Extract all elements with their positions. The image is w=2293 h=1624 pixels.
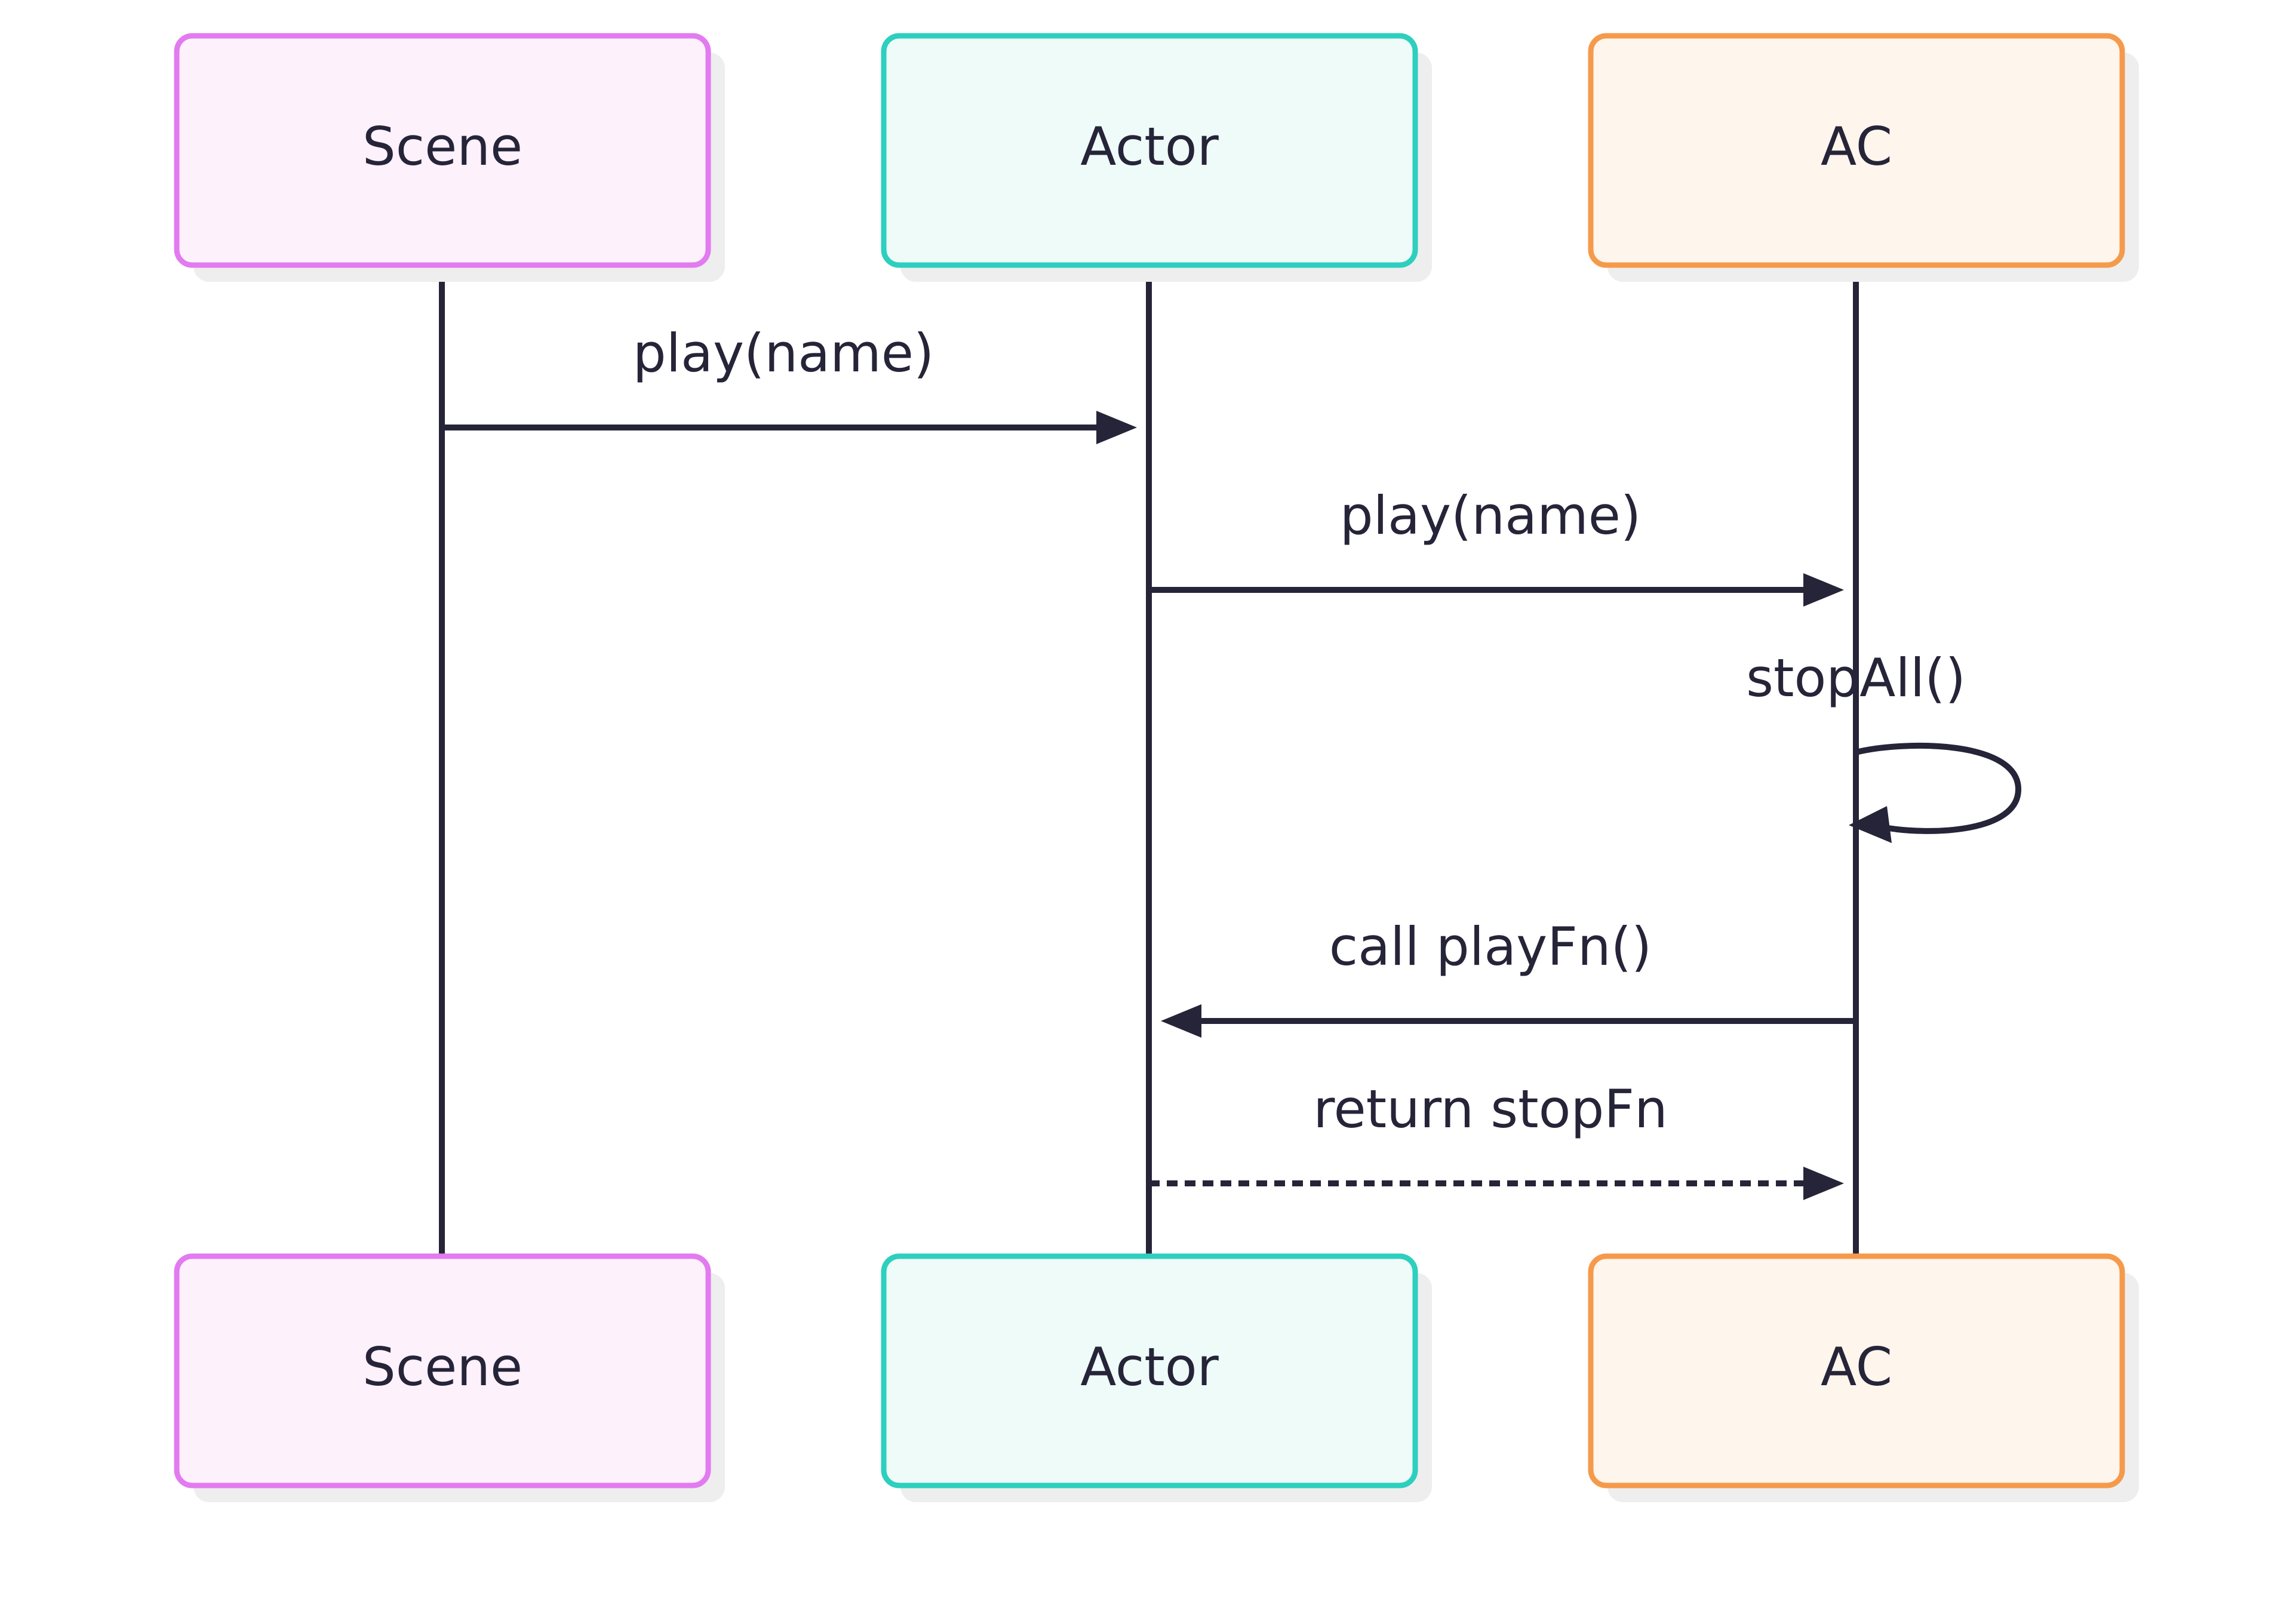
- participant-box: [881, 33, 1418, 268]
- participant-actor-bottom: Actor: [881, 1253, 1432, 1502]
- participant-scene-bottom: Scene: [174, 1253, 725, 1502]
- participant-actor-top: Actor: [881, 33, 1432, 282]
- participant-label: Actor: [1080, 116, 1219, 177]
- participant-label: AC: [1821, 1336, 1892, 1398]
- participant-box: [174, 1253, 711, 1488]
- message-label: stopAll(): [1746, 647, 1966, 709]
- arrowhead-icon: [1803, 1167, 1844, 1200]
- participant-label: AC: [1821, 116, 1892, 177]
- participant-scene-top: Scene: [174, 33, 725, 282]
- participant-box: [881, 1253, 1418, 1488]
- message-scene-to-actor: play(name): [442, 322, 1137, 444]
- arrowhead-icon: [1096, 411, 1137, 444]
- message-actor-to-ac-return: return stopFn: [1149, 1078, 1844, 1200]
- arrowhead-icon: [1803, 573, 1844, 607]
- participant-ac-top: AC: [1588, 33, 2139, 282]
- participant-box: [1588, 33, 2125, 268]
- message-actor-to-ac: play(name): [1149, 485, 1844, 607]
- participant-label: Scene: [362, 116, 522, 177]
- message-label: play(name): [1340, 485, 1642, 546]
- message-ac-self: stopAll(): [1746, 647, 2022, 843]
- self-call-loop: [1855, 742, 2022, 834]
- arrowhead-icon: [1849, 806, 1892, 843]
- message-label: play(name): [633, 322, 935, 384]
- participant-label: Scene: [362, 1336, 522, 1398]
- participant-box: [1588, 1253, 2125, 1488]
- participant-label: Actor: [1080, 1336, 1219, 1398]
- participant-box: [174, 33, 711, 268]
- message-label: return stopFn: [1313, 1078, 1667, 1140]
- message-label: call playFn(): [1329, 916, 1652, 977]
- message-ac-to-actor: call playFn(): [1161, 916, 1856, 1038]
- participant-ac-bottom: AC: [1588, 1253, 2139, 1502]
- arrowhead-icon: [1161, 1004, 1201, 1038]
